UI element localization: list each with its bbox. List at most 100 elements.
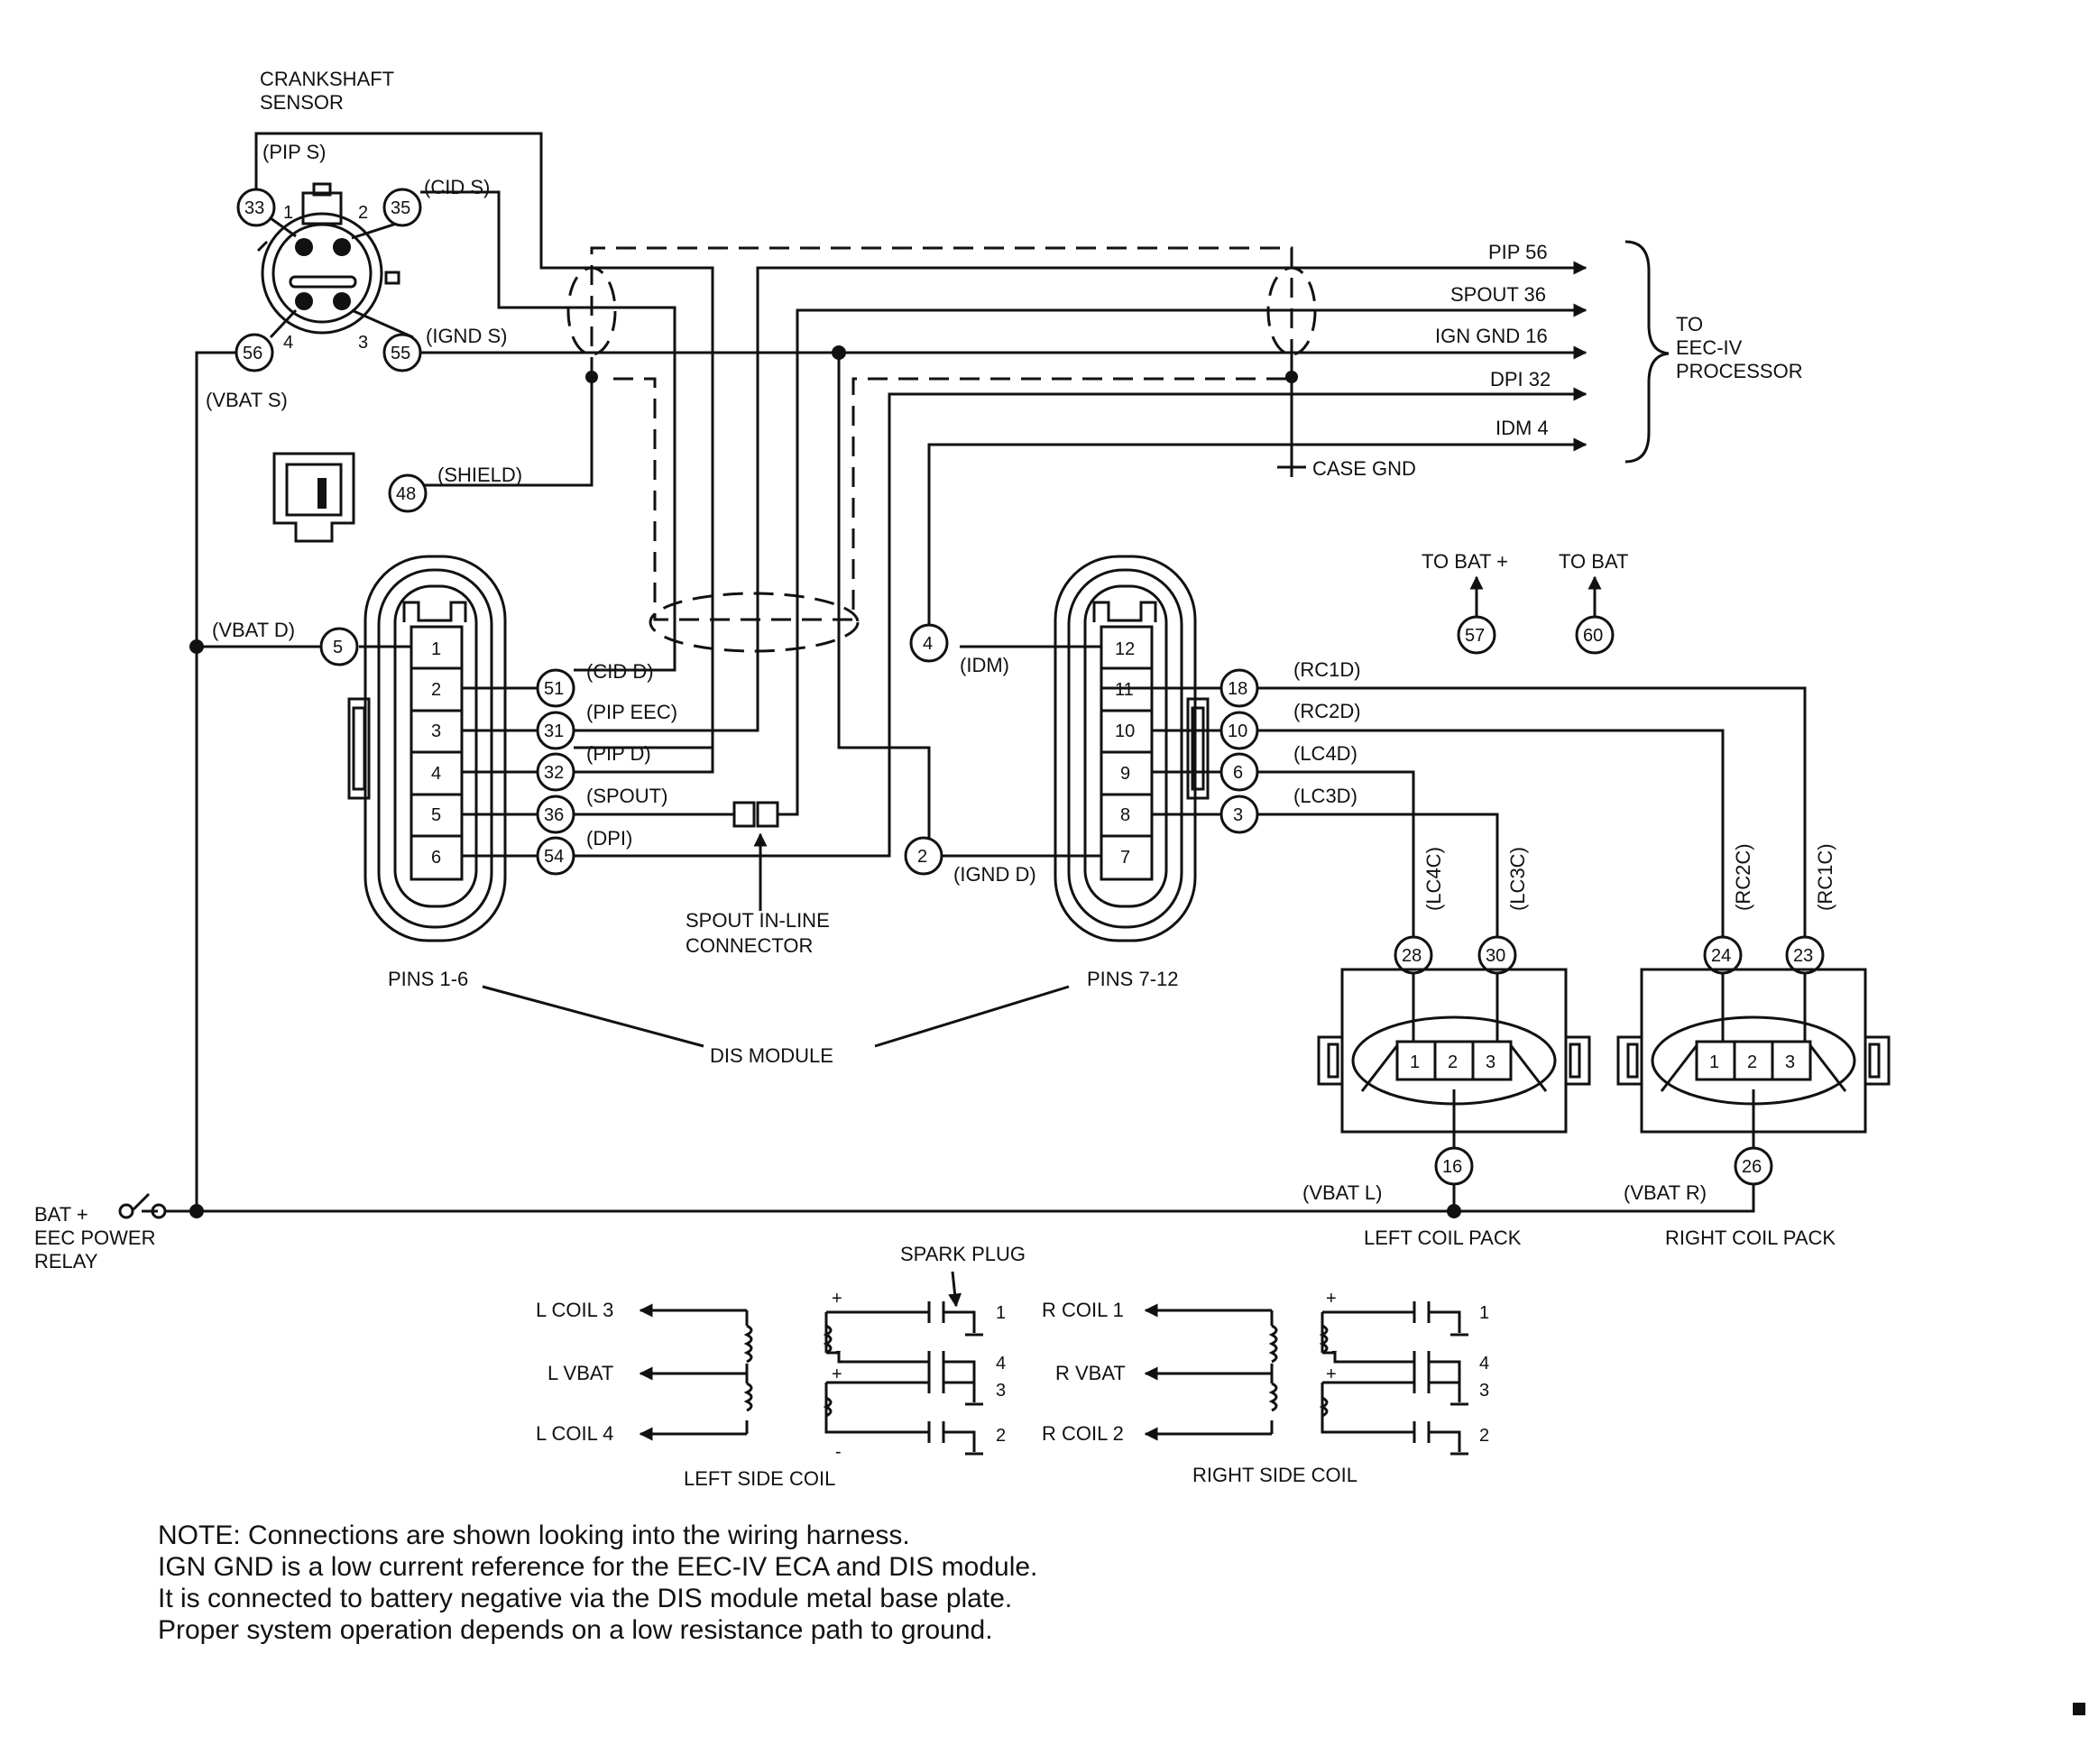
circuit-4: 4 xyxy=(923,634,933,654)
right-coil-pack: 1 2 3 xyxy=(1616,968,1891,1134)
rc2c-label: (RC2C) xyxy=(1732,843,1754,911)
sensor-pin-3-label: 3 xyxy=(358,333,368,353)
igngnd16-label: IGN GND 16 xyxy=(1435,325,1548,347)
left-side-coil-label: LEFT SIDE COIL xyxy=(684,1467,835,1490)
circuit-32: 32 xyxy=(544,763,564,783)
cid-d-label: (CID D) xyxy=(586,660,654,683)
shield-label: (SHIELD) xyxy=(437,464,522,486)
ignd-d-label: (IGND D) xyxy=(953,863,1036,886)
lc3d-label: (LC3D) xyxy=(1293,785,1357,807)
r-vbat-label: R VBAT xyxy=(1055,1362,1126,1384)
dis-module-label: DIS MODULE xyxy=(710,1044,833,1067)
eec-power-label: EEC POWER xyxy=(34,1227,155,1249)
circuit-55: 55 xyxy=(391,344,410,363)
left-plug-3: 3 xyxy=(996,1381,1006,1401)
circuit-24: 24 xyxy=(1711,946,1731,966)
circuit-54: 54 xyxy=(544,847,564,867)
circuit-48: 48 xyxy=(396,484,416,504)
power-labels: (VBAT L) (VBAT R) LEFT COIL PACK RIGHT C… xyxy=(34,1181,1836,1272)
circuit-number-markers: 33 35 56 55 48 5 51 31 32 36 54 4 2 18 1… xyxy=(235,188,1825,1186)
pip-d-label: (PIP D) xyxy=(586,742,651,765)
circuit-26: 26 xyxy=(1742,1157,1762,1177)
circuit-5: 5 xyxy=(333,638,343,657)
r-coil2-label: R COIL 2 xyxy=(1042,1422,1124,1445)
l-vbat-label: L VBAT xyxy=(548,1362,613,1384)
dis-pin-9: 9 xyxy=(1120,764,1130,784)
right-plus-bottom: + xyxy=(1326,1364,1337,1384)
wire-labels: (PIP S) (CID S) (IGND S) (VBAT S) (SHIEL… xyxy=(206,141,1836,911)
relay-label: RELAY xyxy=(34,1250,98,1272)
dis-pin-3: 3 xyxy=(431,721,441,741)
lc4d-label: (LC4D) xyxy=(1293,742,1357,765)
sensor-pin-1-label: 1 xyxy=(283,203,293,223)
right-plus-top: + xyxy=(1326,1289,1337,1309)
dis-module-callouts: PINS 1-6 PINS 7-12 DIS MODULE xyxy=(388,968,1179,1067)
circuit-60: 60 xyxy=(1583,626,1603,646)
left-coil-pack-label: LEFT COIL PACK xyxy=(1364,1227,1522,1249)
circuit-3: 3 xyxy=(1233,805,1243,825)
right-coil-pack-label: RIGHT COIL PACK xyxy=(1665,1227,1836,1249)
left-minus-bottom: - xyxy=(835,1442,842,1462)
circuit-33: 33 xyxy=(244,198,264,218)
sensor-pin-4-label: 4 xyxy=(283,333,293,353)
dis-pin-11: 11 xyxy=(1115,680,1134,700)
crankshaft-label-line2: SENSOR xyxy=(260,91,344,114)
shield-wire xyxy=(566,246,1317,653)
pip-eec-label: (PIP EEC) xyxy=(586,701,677,723)
right-plug-2: 2 xyxy=(1479,1426,1489,1446)
right-plug-4: 4 xyxy=(1479,1354,1489,1374)
r-coil1-label: R COIL 1 xyxy=(1042,1299,1124,1321)
dis-pin-2: 2 xyxy=(431,680,441,700)
eec-iv-processor-callout: TO EEC-IV PROCESSOR xyxy=(1624,240,1803,464)
circuit-28: 28 xyxy=(1402,946,1422,966)
ignd-s-label: (IGND S) xyxy=(426,325,507,347)
circuit-10: 10 xyxy=(1228,721,1247,741)
note-line-1: NOTE: Connections are shown looking into… xyxy=(158,1521,910,1550)
pip56-label: PIP 56 xyxy=(1488,241,1548,263)
spout-connector-label-line1: SPOUT IN-LINE xyxy=(686,909,830,932)
vbat-l-label: (VBAT L) xyxy=(1302,1181,1382,1204)
left-coil-pack: 1 2 3 xyxy=(1317,968,1591,1134)
right-side-coil-label: RIGHT SIDE COIL xyxy=(1192,1464,1357,1486)
dis-pin-10: 10 xyxy=(1115,721,1135,741)
dis-pin-6: 6 xyxy=(431,848,441,868)
note-line-4: Proper system operation depends on a low… xyxy=(158,1615,993,1645)
rc1d-label: (RC1D) xyxy=(1293,658,1361,681)
left-side-coil-schematic: SPARK PLUG L COIL 3 L VBAT L COIL 4 1 4 … xyxy=(536,1243,1026,1490)
note-block: NOTE: Connections are shown looking into… xyxy=(158,1520,1037,1646)
dis-pin-1: 1 xyxy=(431,639,441,659)
crankshaft-sensor: CRANKSHAFT SENSOR 1 2 3 4 xyxy=(256,68,414,353)
left-coil-pin-3: 3 xyxy=(1486,1052,1495,1072)
right-plug-1: 1 xyxy=(1479,1303,1489,1323)
circuit-56: 56 xyxy=(243,344,262,363)
circuit-51: 51 xyxy=(544,679,564,699)
to-label-line1: TO xyxy=(1676,313,1703,335)
l-coil3-label: L COIL 3 xyxy=(536,1299,613,1321)
idm4-label: IDM 4 xyxy=(1495,417,1549,439)
case-gnd-label: CASE GND xyxy=(1312,457,1416,480)
right-coil-pin-2: 2 xyxy=(1747,1052,1757,1072)
circuit-36: 36 xyxy=(544,805,564,825)
dis-pin-5: 5 xyxy=(431,805,441,825)
cid-s-label: (CID S) xyxy=(424,176,490,198)
pip-s-label: (PIP S) xyxy=(262,141,327,163)
lc3c-label: (LC3C) xyxy=(1506,847,1529,911)
circuit-30: 30 xyxy=(1486,946,1505,966)
dis-module-left-connector: 1 2 3 4 5 6 xyxy=(347,555,507,942)
dis-module-right-connector: 12 11 10 9 8 7 xyxy=(1054,555,1210,942)
to-bat-label: TO BAT xyxy=(1559,550,1628,573)
to-label-line2: EEC-IV xyxy=(1676,336,1743,359)
circuit-18: 18 xyxy=(1228,679,1247,699)
crankshaft-label-line1: CRANKSHAFT xyxy=(260,68,394,90)
to-bat-plus-label: TO BAT + xyxy=(1422,550,1508,573)
vbat-r-label: (VBAT R) xyxy=(1624,1181,1707,1204)
left-plus-top: + xyxy=(832,1289,842,1309)
circuit-6: 6 xyxy=(1233,763,1243,783)
circuit-57: 57 xyxy=(1465,626,1485,646)
vbat-s-label: (VBAT S) xyxy=(206,389,288,411)
dis-pin-7: 7 xyxy=(1120,848,1130,868)
circuit-16: 16 xyxy=(1442,1157,1462,1177)
spout36-label: SPOUT 36 xyxy=(1450,283,1546,306)
left-coil-pin-2: 2 xyxy=(1448,1052,1458,1072)
